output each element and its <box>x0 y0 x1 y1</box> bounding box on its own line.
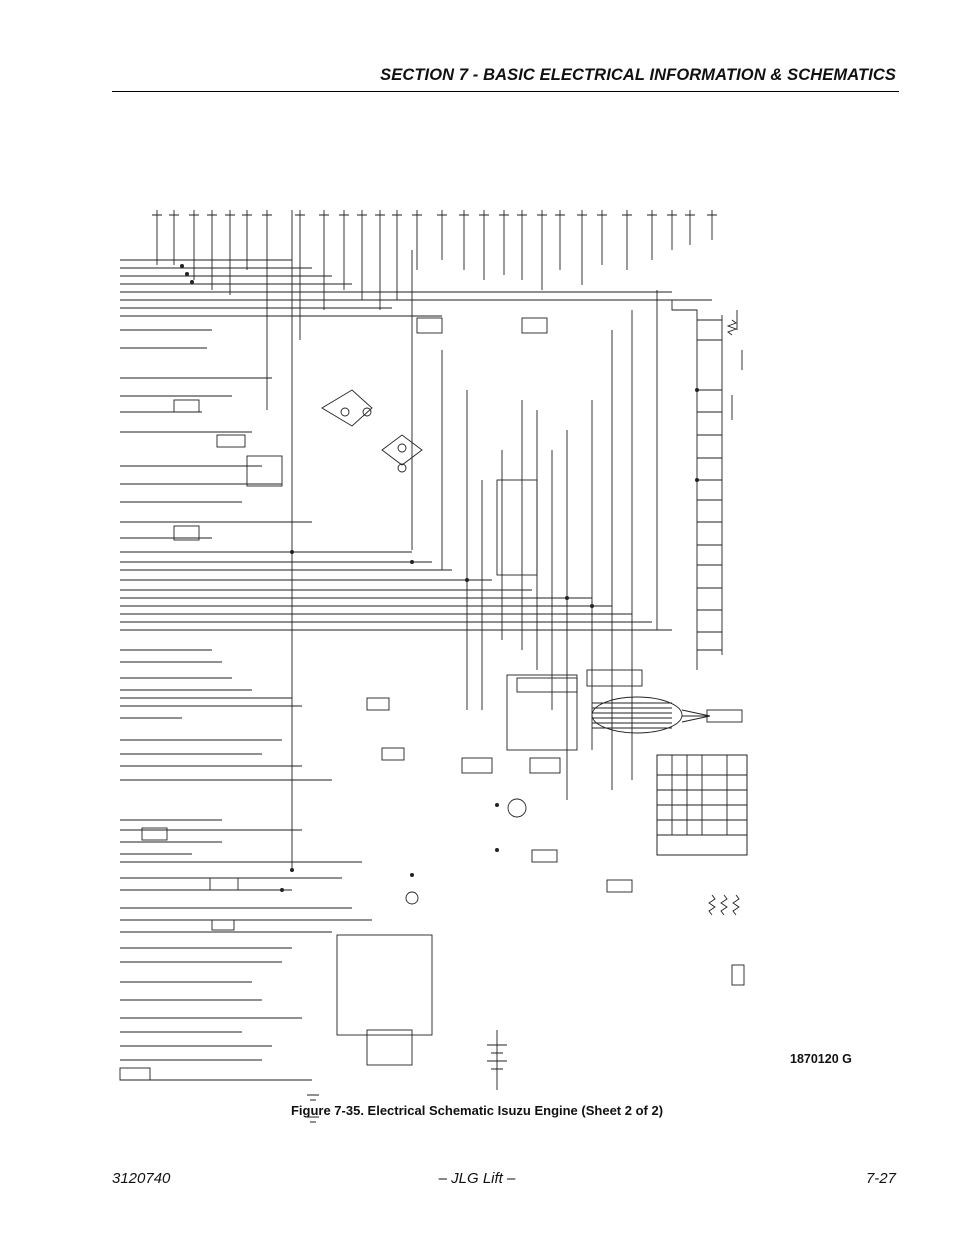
drawing-number: 1870120 G <box>790 1052 852 1066</box>
publication-title: – JLG Lift – <box>438 1170 516 1187</box>
section-title: SECTION 7 - BASIC ELECTRICAL INFORMATION… <box>380 66 896 84</box>
schematic-connection-dots <box>180 264 699 892</box>
header-divider <box>112 91 899 92</box>
schematic-wiring <box>119 210 748 1123</box>
electrical-schematic-drawing <box>119 210 748 1123</box>
figure-caption: Figure 7-35. Electrical Schematic Isuzu … <box>290 1103 664 1118</box>
document-number: 3120740 <box>112 1170 171 1187</box>
page-number: 7-27 <box>865 1170 896 1187</box>
